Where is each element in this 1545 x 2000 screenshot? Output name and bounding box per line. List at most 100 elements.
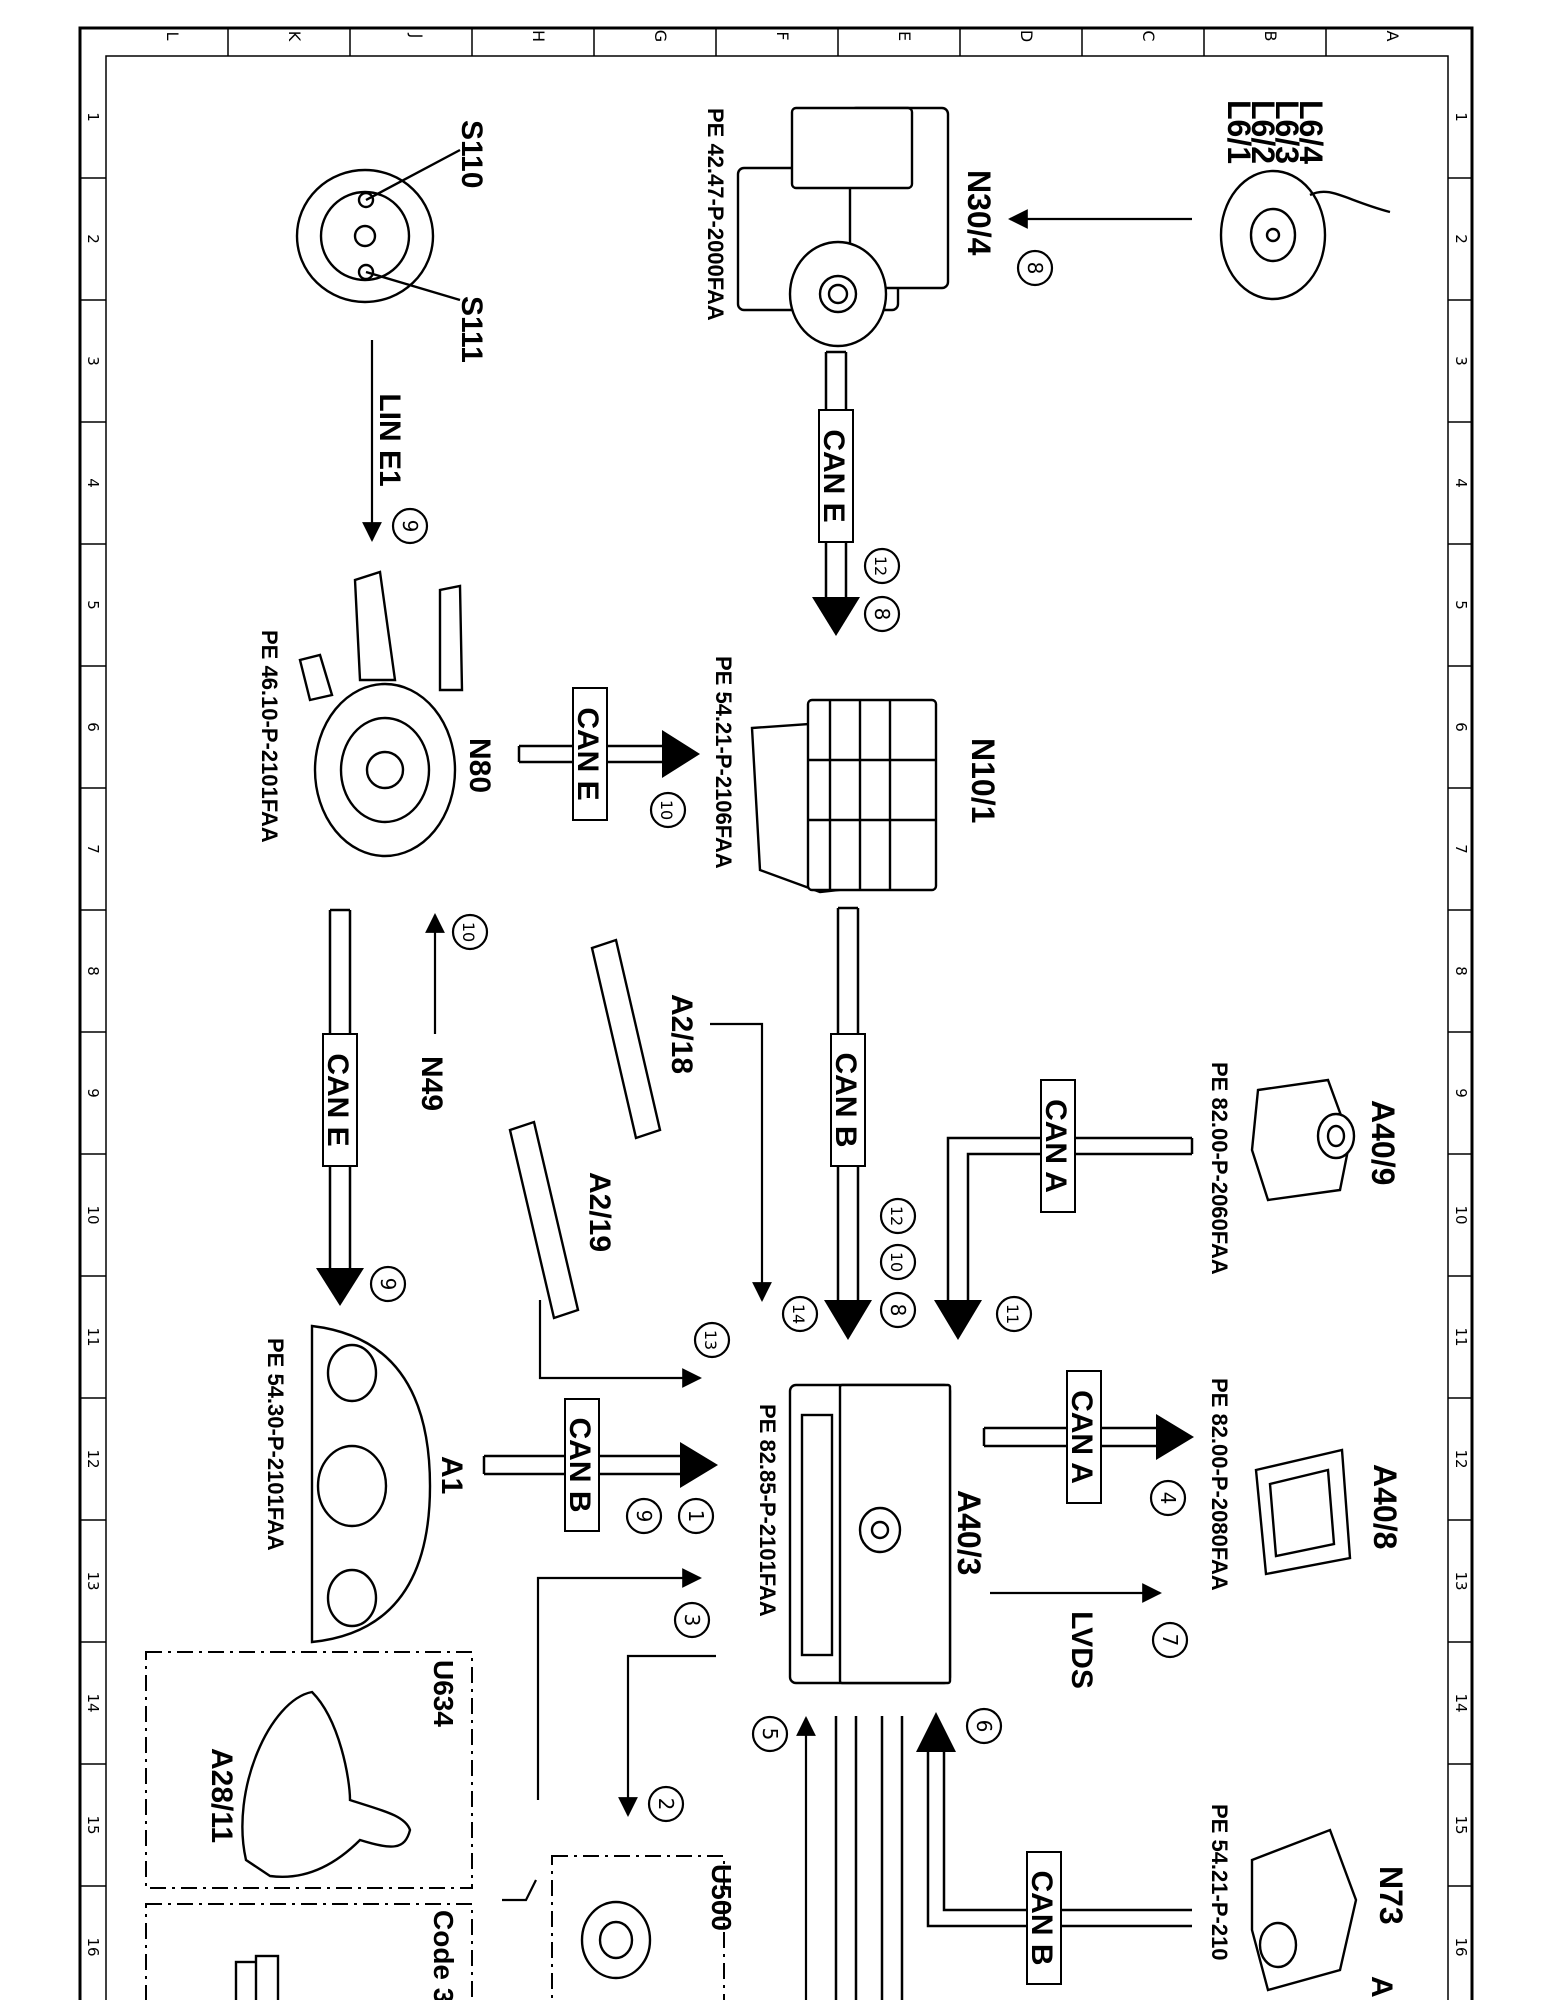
signal-callout-s13: 13 [693, 1321, 731, 1359]
signal-callout-s14: 14 [781, 1295, 819, 1333]
steering-wheel-icon [295, 148, 461, 304]
signal-number: 8 [886, 1304, 910, 1317]
antenna-amplifier-icon [508, 1120, 580, 1320]
grid-column-label: G [651, 30, 670, 42]
grid-row-label: 1 [84, 112, 102, 122]
component-label-a1: A1 [435, 1456, 468, 1494]
component-label-n49: N49 [415, 1056, 448, 1111]
signal-number: 11 [1003, 1304, 1022, 1324]
grid-column-label: H [529, 30, 548, 42]
signal-callout-s10c: 10 [879, 1243, 917, 1281]
option-box-u500 [551, 1855, 725, 2000]
component-label-l6-4: L6/4 [1293, 100, 1329, 164]
grid-row-label: 7 [1452, 844, 1470, 854]
signal-number: 4 [1156, 1492, 1180, 1505]
signal-callout-s9a: 9 [391, 507, 429, 545]
signal-number: 6 [972, 1720, 996, 1733]
signal-arrows [362, 209, 1192, 2000]
bus-label: CAN E [321, 1053, 354, 1146]
component-label-n80: N80 [463, 738, 496, 793]
signal-callout-s6: 6 [965, 1707, 1003, 1745]
grid-row-label: 11 [84, 1327, 102, 1346]
repair-ref-a1: PE 54.30-P-2101FAA [263, 1338, 288, 1551]
grid-column-label: A [1383, 31, 1402, 42]
component-label-a2-19: A2/19 [583, 1172, 616, 1252]
signal-callout-s10a: 10 [649, 791, 687, 829]
component-label-l6-3: L6/3 [1269, 100, 1305, 164]
component-label-a28-11: A28/11 [205, 1748, 238, 1843]
signal-callout-s12b: 12 [879, 1197, 917, 1235]
signal-callout-s3: 3 [673, 1601, 711, 1639]
signal-number: 14 [789, 1304, 808, 1324]
component-labels: L6/1 L6/2 L6/3 L6/4 N30/4 PE 42.47-P-200… [205, 100, 1409, 2000]
sam-control-unit-icon [750, 698, 938, 894]
grid-column-label: F [773, 31, 792, 40]
grid-row-label: 9 [84, 1088, 102, 1098]
option-label-code3: Code 3 [428, 1910, 459, 2000]
component-label-n10-1: N10/1 [965, 738, 1001, 823]
signal-number: 10 [657, 800, 676, 820]
signal-callout-s9b: 9 [369, 1265, 407, 1303]
head-unit-icon [788, 1383, 952, 1685]
grid-column-label: D [1017, 30, 1036, 42]
grid-row-label: 14 [84, 1693, 102, 1712]
bus-label: CAN B [563, 1418, 596, 1513]
component-drawings [234, 106, 1391, 2000]
bus-label: LIN E1 [373, 393, 406, 486]
instrument-cluster-icon [310, 1324, 432, 1644]
component-label-a40-3: A40/3 [951, 1490, 987, 1575]
repair-ref-n80: PE 46.10-P-2101FAA [257, 630, 282, 843]
bus-label: LVDS [1065, 1611, 1098, 1689]
signal-callout-s4: 4 [1149, 1479, 1187, 1517]
grid-column-label: J [407, 33, 426, 39]
repair-ref-a40-9: PE 82.00-P-2060FAA [1207, 1062, 1232, 1275]
repair-ref-a40-3: PE 82.85-P-2101FAA [755, 1404, 780, 1617]
component-label-a40-9: A40/9 [1365, 1100, 1401, 1185]
grid-row-label: 15 [1452, 1815, 1470, 1834]
signal-number: 9 [632, 1510, 656, 1523]
grid-row-label: 14 [1452, 1693, 1470, 1712]
grid-row-label: 16 [84, 1937, 102, 1956]
connector-part-icon [234, 1954, 280, 2000]
option-box-code3 [145, 1903, 473, 2000]
component-label-s110: S110 [455, 120, 488, 188]
signal-callout-s2: 2 [647, 1785, 685, 1823]
component-label-a40-8: A40/8 [1367, 1464, 1403, 1549]
speaker-icon [580, 1900, 652, 1980]
repair-ref-n10-1: PE 54.21-P-2106FAA [711, 656, 736, 869]
steering-column-module-icon [298, 570, 464, 858]
grid-row-label: 13 [1452, 1571, 1470, 1590]
grid-row-label: 8 [84, 966, 102, 976]
component-label-n73: N73 [1373, 1866, 1409, 1925]
grid-row-label: 15 [84, 1815, 102, 1834]
grid-row-label: 12 [84, 1449, 102, 1468]
grid-row-label: 12 [1452, 1449, 1470, 1468]
grid-row-label: 5 [84, 600, 102, 610]
signal-number: 1 [684, 1510, 708, 1523]
grid-row-label: 7 [84, 844, 102, 854]
grid-row-label: 2 [1452, 234, 1470, 244]
signal-number: 9 [398, 520, 422, 533]
repair-ref-n30-4: PE 42.47-P-2000FAA [703, 108, 728, 321]
bus-label: CAN E [571, 707, 604, 800]
signal-callout-s8b: 8 [863, 595, 901, 633]
grid-column-label: K [285, 31, 304, 42]
grid-column-label: E [895, 31, 914, 41]
option-box-u634 [145, 1651, 473, 1889]
repair-ref-n73: PE 54.21-P-210 [1207, 1804, 1232, 1961]
grid-row-label: 3 [1452, 356, 1470, 366]
signal-callout-s12a: 12 [863, 547, 901, 585]
signal-callout-s9c: 9 [625, 1497, 663, 1535]
grid-row-label: 16 [1452, 1937, 1470, 1956]
component-label-s111: S111 [455, 296, 488, 363]
grid-row-label: 1 [1452, 112, 1470, 122]
signal-number: 12 [871, 556, 890, 576]
grid-row-label: 9 [1452, 1088, 1470, 1098]
bus-label: CAN A [1065, 1390, 1098, 1484]
signal-number: 12 [887, 1206, 906, 1226]
grid-column-label: C [1139, 30, 1158, 41]
component-label-n30-4: N30/4 [961, 170, 997, 256]
